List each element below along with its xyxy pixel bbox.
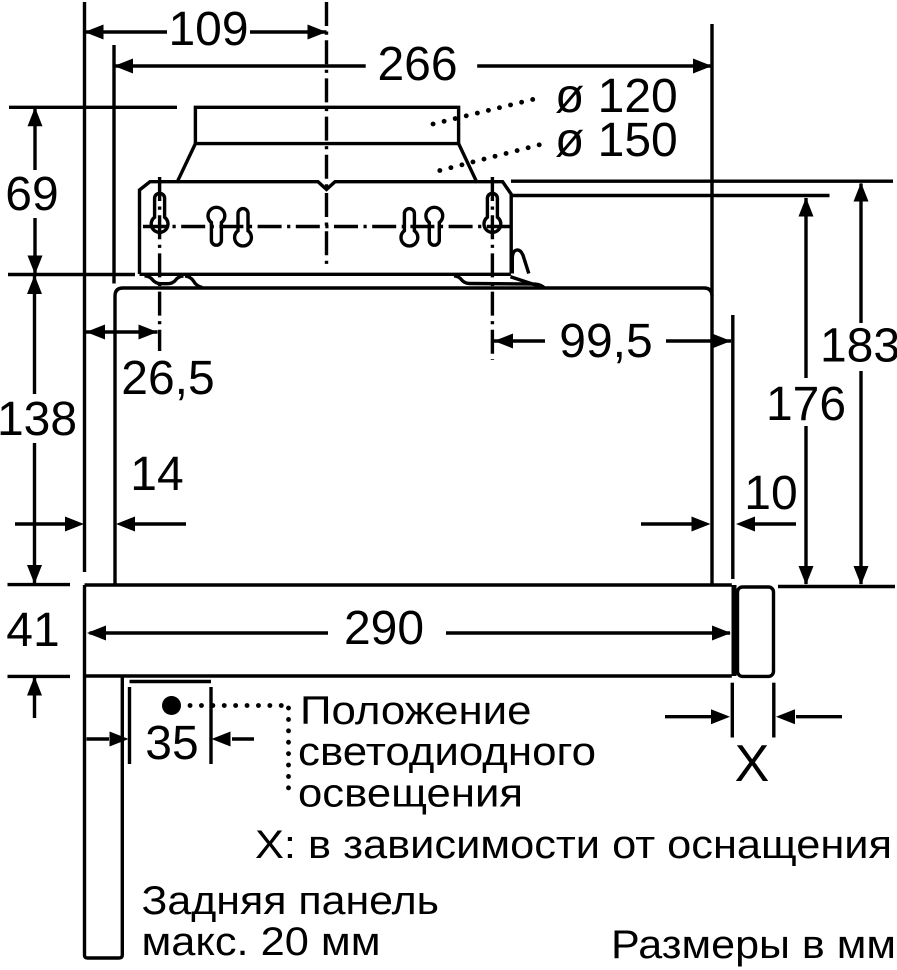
- svg-text:69: 69: [5, 168, 58, 221]
- svg-text:10: 10: [744, 467, 797, 520]
- svg-text:ø 120: ø 120: [555, 70, 678, 123]
- svg-text:26,5: 26,5: [121, 352, 214, 405]
- svg-text:освещения: освещения: [298, 772, 523, 816]
- svg-text:светодиодного: светодиодного: [298, 730, 596, 774]
- svg-text:266: 266: [377, 38, 457, 91]
- svg-text:14: 14: [130, 448, 183, 501]
- svg-text:Размеры в мм: Размеры в мм: [611, 923, 896, 967]
- svg-text:138: 138: [0, 393, 77, 446]
- svg-text:X: X: [735, 735, 770, 793]
- svg-text:99,5: 99,5: [559, 315, 652, 368]
- svg-text:176: 176: [766, 378, 846, 431]
- svg-text:183: 183: [820, 320, 897, 373]
- svg-text:41: 41: [6, 604, 59, 657]
- svg-text:Положение: Положение: [300, 689, 532, 733]
- svg-text:X: в зависимости от оснащения: X: в зависимости от оснащения: [255, 823, 892, 867]
- svg-text:Задняя панель: Задняя панель: [142, 879, 440, 923]
- svg-text:макс. 20 мм: макс. 20 мм: [142, 920, 381, 964]
- svg-text:35: 35: [145, 717, 198, 770]
- svg-text:109: 109: [168, 3, 248, 56]
- svg-text:290: 290: [344, 602, 424, 655]
- svg-text:ø 150: ø 150: [555, 114, 678, 167]
